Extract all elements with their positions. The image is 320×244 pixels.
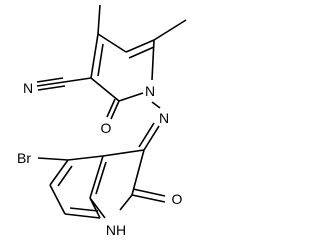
bond-c7a-c3a: [89, 155, 104, 199]
indolinone-carbonyl-2: [132, 188, 166, 197]
bond-n1-c2: [118, 92, 144, 102]
bond-c3-c4: [90, 33, 99, 79]
atom-label-pyridone-n: N: [145, 83, 155, 99]
atom-label-nh: NH: [106, 222, 126, 238]
triple-bond-2: [36, 77, 64, 83]
structure-canvas: N O N N Br O NH: [17, 4, 187, 238]
bond-c7a-c3a-inner: [95, 161, 107, 195]
bond-c6-n1: [151, 39, 155, 81]
atom-label-nitrile-n: N: [23, 80, 33, 96]
nitrile-group: [36, 77, 92, 91]
bond-nimine-c3-inner: [138, 122, 155, 148]
atom-label-pyridone-o: O: [101, 120, 112, 136]
bond-c4-c5: [49, 159, 69, 186]
indolinone-carbonyl-1: [131, 194, 166, 203]
bond-c3-c2: [131, 149, 145, 196]
bond-c4-c5: [97, 33, 127, 53]
triple-bond-1: [36, 81, 65, 87]
atom-label-br: Br: [17, 150, 31, 166]
carbonyl-bond-2: [106, 98, 116, 118]
bond-c3a-c4: [67, 155, 104, 161]
bond-c2-n1: [119, 194, 133, 211]
bond-c6-c7: [64, 213, 101, 219]
bond-c3-cnitrile: [63, 77, 92, 83]
bond-c5-br: [37, 157, 69, 161]
bond-c6-c7-inner: [69, 207, 99, 212]
benzene-ring: [49, 155, 107, 219]
bond-c3-c3a: [102, 149, 145, 157]
bond-c5-c6-inner: [128, 46, 155, 59]
bond-c5-c6: [125, 39, 155, 53]
atom-label-imine-n: N: [159, 110, 169, 126]
bond-c7-c7a: [89, 197, 101, 219]
pyridone-ring: [90, 33, 155, 102]
molecule-diagram: N O N N Br O NH: [17, 4, 187, 238]
indolinone-five-ring: [89, 149, 145, 219]
triple-bond-3: [37, 85, 66, 91]
atom-label-indolinone-o: O: [172, 191, 183, 207]
carbonyl-bond-1: [110, 100, 120, 120]
methyl-bond-c4: [97, 4, 101, 35]
bond-c3-c4-inner: [97, 43, 104, 77]
bond-n1-nimine: [151, 101, 161, 109]
bond-c5-c6: [49, 184, 66, 215]
bond-nimine-c3-outer: [143, 125, 160, 151]
methyl-bond-c6: [153, 19, 187, 41]
bond-c2-c3: [90, 77, 120, 102]
bond-c4-c5-inner: [57, 165, 73, 187]
